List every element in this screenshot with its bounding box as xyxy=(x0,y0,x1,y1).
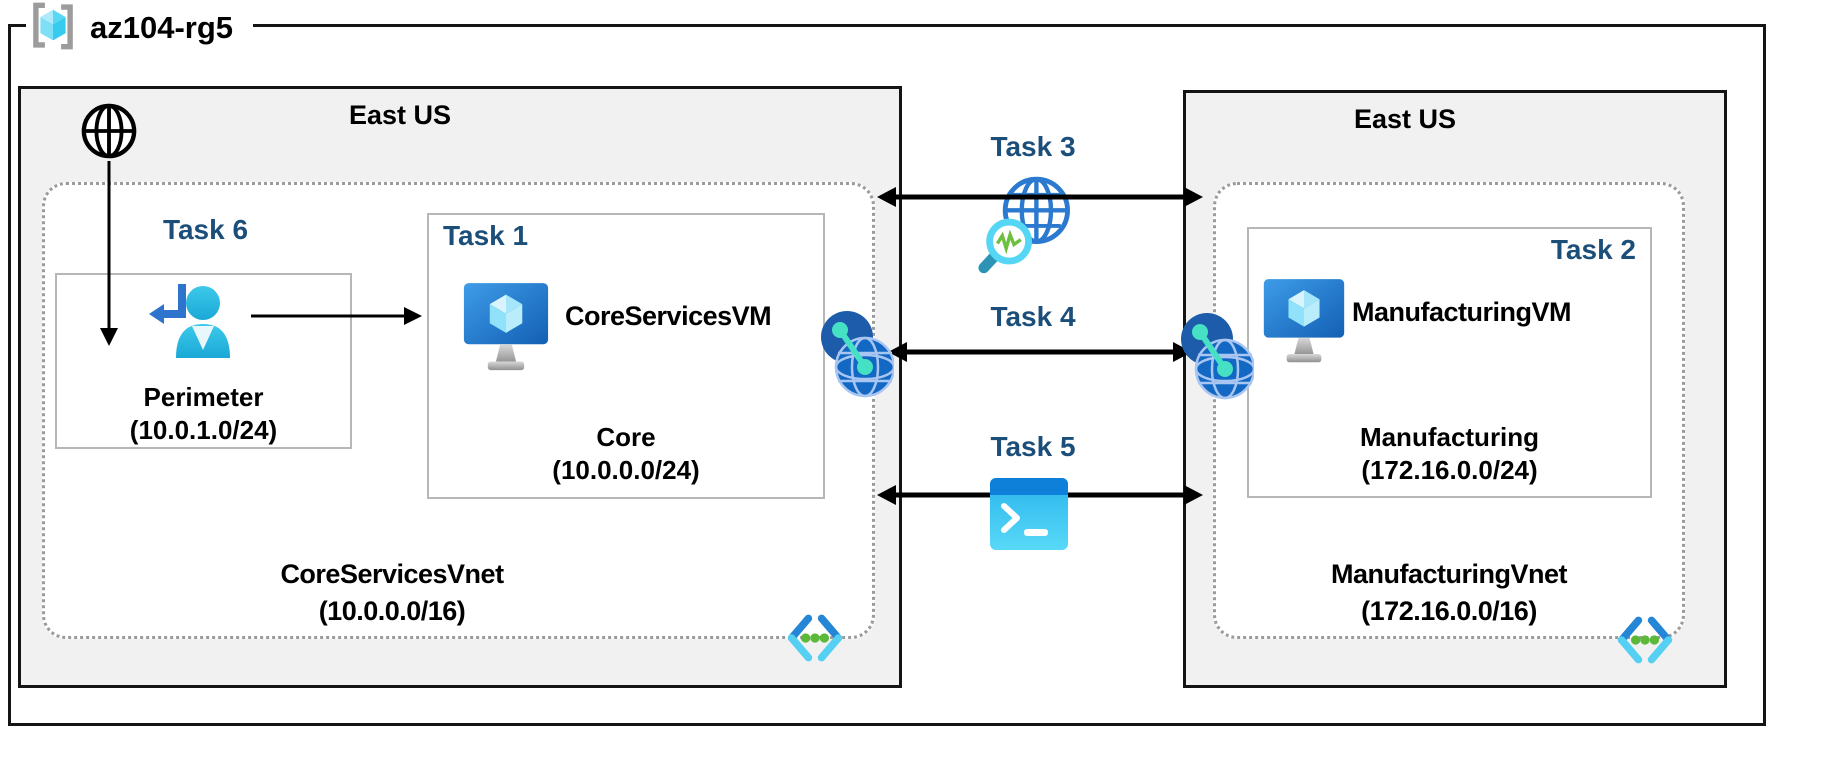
manufacturing-subnet-label: Manufacturing (172.16.0.0/24) xyxy=(1247,421,1652,487)
task3-label: Task 3 xyxy=(990,131,1076,162)
task1-box xyxy=(427,213,825,499)
core-services-vm-icon xyxy=(462,280,550,383)
resource-group-icon xyxy=(26,0,80,58)
resource-group-name: az104-rg5 xyxy=(90,10,234,45)
manufacturing-vm-icon xyxy=(1262,276,1346,375)
core-services-vnet-name: CoreServicesVnet xyxy=(280,559,504,589)
manufacturing-vnet-label: ManufacturingVnet (172.16.0.0/16) xyxy=(1267,556,1631,630)
core-subnet-label: Core (10.0.0.0/24) xyxy=(427,421,825,487)
core-services-vnet-cidr: (10.0.0.0/16) xyxy=(318,596,466,626)
right-region-title: East US xyxy=(1353,104,1457,134)
right-peering-icon xyxy=(1180,309,1256,406)
task2-label: Task 2 xyxy=(1550,234,1636,265)
manufacturing-subnet-name: Manufacturing xyxy=(1359,422,1540,452)
task6-label: Task 6 xyxy=(162,214,249,245)
core-subnet-name: Core xyxy=(596,422,656,452)
task1-label: Task 1 xyxy=(443,220,529,251)
network-watcher-icon xyxy=(976,168,1088,285)
task4-label: Task 4 xyxy=(990,301,1076,332)
left-region-title: East US xyxy=(348,100,452,130)
perimeter-subnet-name: Perimeter xyxy=(143,382,264,412)
right-vnet-brackets-icon xyxy=(1616,613,1674,672)
resource-group-label: az104-rg5 xyxy=(26,0,254,58)
user-return-icon xyxy=(148,278,238,369)
manufacturing-vnet-name: ManufacturingVnet xyxy=(1330,559,1568,589)
perimeter-subnet-label: Perimeter (10.0.1.0/24) xyxy=(55,381,352,447)
manufacturing-vnet-cidr: (172.16.0.0/16) xyxy=(1361,596,1537,626)
task2-box xyxy=(1247,227,1652,498)
perimeter-subnet-cidr: (10.0.1.0/24) xyxy=(129,415,278,445)
internet-globe-icon xyxy=(80,101,138,166)
core-services-vm-name: CoreServicesVM xyxy=(565,301,772,331)
task5-label: Task 5 xyxy=(990,431,1076,462)
core-subnet-cidr: (10.0.0.0/24) xyxy=(552,455,700,485)
manufacturing-subnet-cidr: (172.16.0.0/24) xyxy=(1361,455,1538,485)
resource-group-frame xyxy=(8,24,1766,726)
core-services-vnet-label: CoreServicesVnet (10.0.0.0/16) xyxy=(210,556,574,630)
left-peering-icon xyxy=(820,307,896,404)
manufacturing-vm-name: ManufacturingVM xyxy=(1352,297,1572,327)
terminal-icon xyxy=(990,478,1068,555)
left-vnet-brackets-icon xyxy=(786,611,844,670)
